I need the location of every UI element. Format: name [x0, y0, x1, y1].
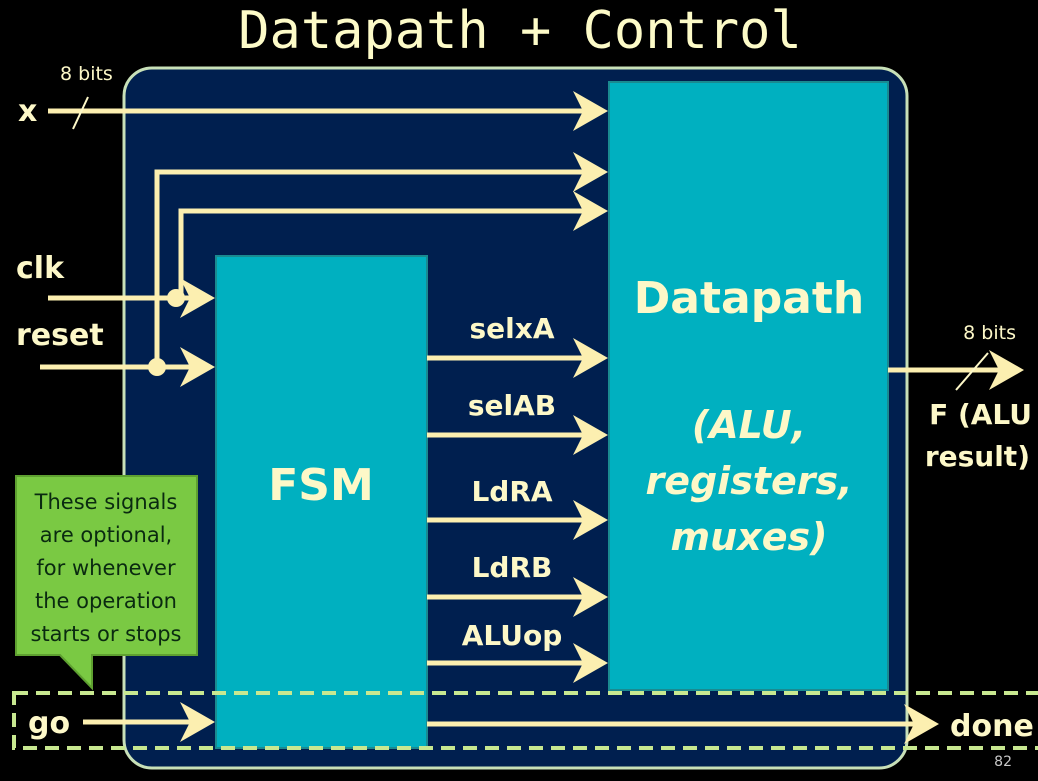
datapath-block	[608, 81, 889, 691]
bus-slash-f	[955, 352, 989, 391]
callout-line-2: are optional,	[40, 523, 172, 547]
output-f-label-2: result)	[925, 440, 1030, 473]
output-done-label: done	[950, 709, 1034, 744]
control-signals: selxA selAB LdRA LdRB ALUop	[427, 312, 608, 683]
input-x-label: x	[18, 94, 37, 129]
slide-title: Datapath + Control	[238, 1, 802, 61]
junction-reset	[148, 358, 166, 376]
fsm-block	[215, 255, 428, 749]
datapath-subtitle-3: muxes)	[671, 515, 828, 559]
signal-label-aluop: ALUop	[462, 619, 563, 652]
signal-label-ldra: LdRA	[471, 475, 552, 508]
wire-clk-to-datapath	[178, 191, 608, 298]
callout-line-5: starts or stops	[31, 622, 182, 646]
wire-reset-to-datapath	[154, 152, 608, 367]
callout-text: These signals are optional, for whenever…	[31, 490, 182, 646]
optional-signals-box	[12, 691, 1038, 750]
junction-clk	[167, 289, 185, 307]
input-x-width-label: 8 bits	[60, 63, 113, 85]
input-reset-label: reset	[16, 318, 104, 353]
output-f-width-label: 8 bits	[963, 322, 1016, 344]
datapath-subtitle-1: (ALU,	[692, 403, 806, 447]
callout-line-1: These signals	[34, 490, 178, 514]
datapath-label: Datapath	[634, 273, 864, 324]
callout-line-3: for whenever	[36, 556, 176, 580]
page-number: 82	[994, 754, 1012, 770]
input-go-label: go	[28, 706, 70, 741]
signal-label-selxa: selxA	[470, 312, 555, 345]
signal-label-selab: selAB	[468, 389, 556, 422]
callout-line-4: the operation	[35, 589, 177, 613]
callout-bubble	[15, 475, 198, 691]
input-clk-label: clk	[16, 251, 65, 286]
datapath-subtitle-2: registers,	[645, 459, 852, 503]
fsm-label: FSM	[268, 460, 374, 511]
signal-label-ldrb: LdRB	[472, 551, 553, 584]
bus-slash-x	[72, 96, 89, 130]
output-f-label-1: F (ALU	[929, 398, 1032, 431]
